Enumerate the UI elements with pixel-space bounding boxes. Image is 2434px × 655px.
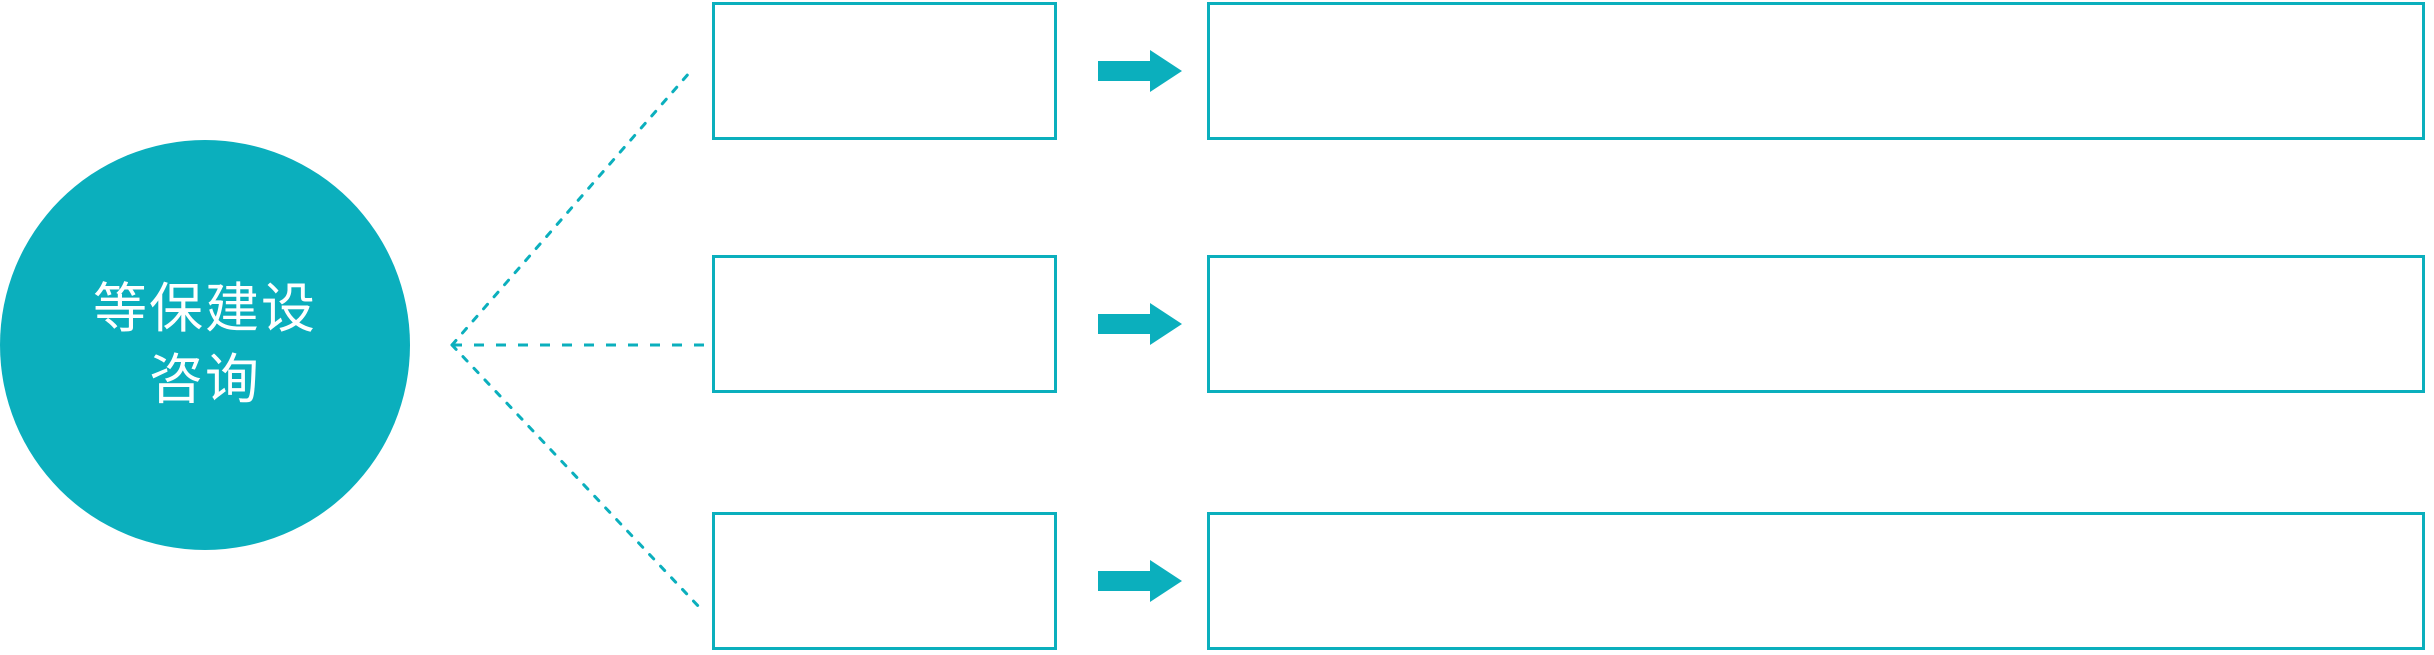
right-block-arrow-icon-1 [1098, 50, 1182, 92]
flow-row-2 [0, 253, 2434, 393]
stage-box-1[interactable] [712, 2, 1057, 140]
flow-row-1 [0, 0, 2434, 140]
right-block-arrow-icon-2 [1098, 303, 1182, 345]
hub-circle[interactable]: 等保建设 咨询 [0, 140, 410, 550]
right-block-arrow-icon-3 [1098, 560, 1182, 602]
stage-box-3[interactable] [712, 512, 1057, 650]
hub-label-line-2: 咨询 [149, 350, 261, 410]
detail-box-3[interactable] [1207, 512, 2425, 650]
flow-row-3 [0, 510, 2434, 650]
detail-box-1[interactable] [1207, 2, 2425, 140]
stage-box-2[interactable] [712, 255, 1057, 393]
hub-label-line-1: 等保建设 [93, 278, 317, 339]
detail-box-2[interactable] [1207, 255, 2425, 393]
